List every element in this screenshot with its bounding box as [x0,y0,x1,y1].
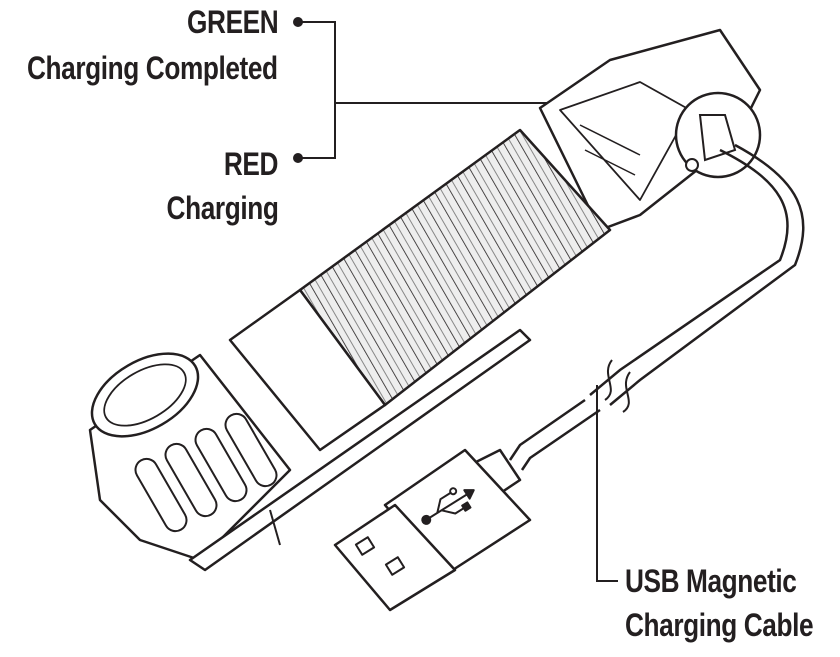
bracket-line [298,21,336,159]
flashlight [88,28,762,572]
green-label: GREEN [186,4,279,40]
red-description: Charging [166,190,278,226]
red-label: RED [223,146,279,182]
head-collar [228,288,387,452]
indicator-led [685,158,699,172]
cable-label-line2: Charging Cable [625,607,814,643]
cable-leader [596,385,618,582]
usb-plug [333,503,457,612]
leader-lines [293,17,690,582]
cable-upper [589,148,789,396]
pocket-clip [188,328,532,572]
cable-label-line1: USB Magnetic [625,563,797,599]
cable-lower [508,398,586,461]
usb-connector [333,448,532,612]
indicator-magnifier [674,91,762,179]
cooling-fins [134,412,278,533]
usb-icon [421,487,475,525]
usb-cable [508,143,805,471]
green-description: Charging Completed [27,50,278,86]
